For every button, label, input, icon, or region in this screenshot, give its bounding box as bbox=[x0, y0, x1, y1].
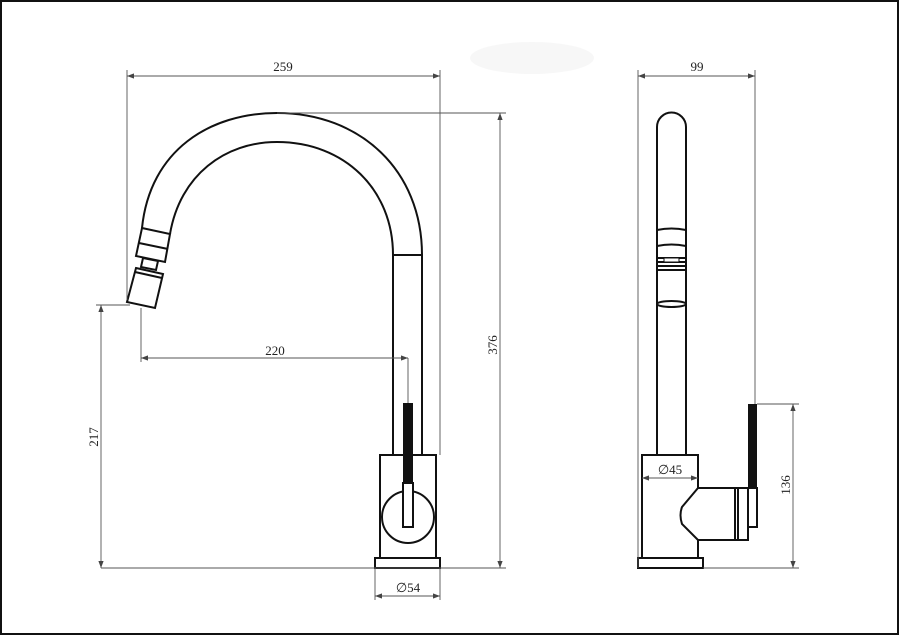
lever-base bbox=[402, 482, 414, 528]
spray-neck bbox=[139, 256, 160, 272]
dim-spout-reach: 220 bbox=[265, 343, 285, 358]
dim-lever-height: 136 bbox=[778, 475, 793, 495]
side-lever-handle bbox=[748, 404, 757, 488]
spout-inner-arc bbox=[169, 140, 394, 256]
spout-outer-arc bbox=[141, 111, 423, 256]
side-handle-cap bbox=[734, 487, 749, 541]
dim-overall-height: 376 bbox=[485, 335, 500, 355]
aerator bbox=[125, 266, 165, 310]
tap-base bbox=[374, 557, 441, 569]
dim-spout-outlet-height: 217 bbox=[86, 427, 101, 447]
side-view: 99 ∅45 136 bbox=[637, 59, 799, 569]
front-view: 259 376 217 220 ∅54 bbox=[86, 59, 506, 600]
side-handle-housing bbox=[679, 487, 736, 541]
side-spout-tube bbox=[656, 111, 687, 455]
dim-body-diameter: ∅45 bbox=[658, 462, 682, 477]
dim-overall-width: 259 bbox=[273, 59, 293, 74]
dim-base-diameter: ∅54 bbox=[396, 580, 421, 595]
lever-handle bbox=[403, 403, 413, 483]
faint-smudge bbox=[470, 42, 594, 74]
side-base bbox=[637, 557, 704, 569]
dim-overall-depth: 99 bbox=[691, 59, 704, 74]
side-lever-base bbox=[747, 487, 758, 528]
